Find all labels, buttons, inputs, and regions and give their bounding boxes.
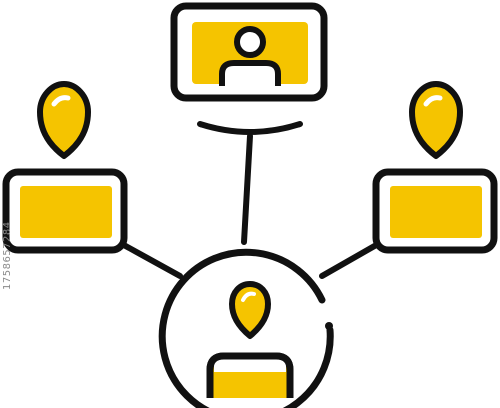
line-right-to-hub xyxy=(319,241,381,279)
line-left-to-hub xyxy=(119,241,183,279)
left-user-pin-icon xyxy=(37,81,91,159)
hub-dot xyxy=(325,322,333,330)
monitor-person-icon xyxy=(170,2,328,102)
right-user-pin-icon xyxy=(409,81,463,159)
line-monitor-to-hub xyxy=(241,133,253,245)
right-laptop-screen-icon xyxy=(372,168,498,254)
left-laptop-screen-icon xyxy=(2,168,128,254)
connector-lines xyxy=(119,121,381,279)
stock-image-id: 1758657284 xyxy=(2,221,13,290)
network-hub-user-icon xyxy=(158,248,334,408)
arc-under-monitor xyxy=(197,121,303,135)
